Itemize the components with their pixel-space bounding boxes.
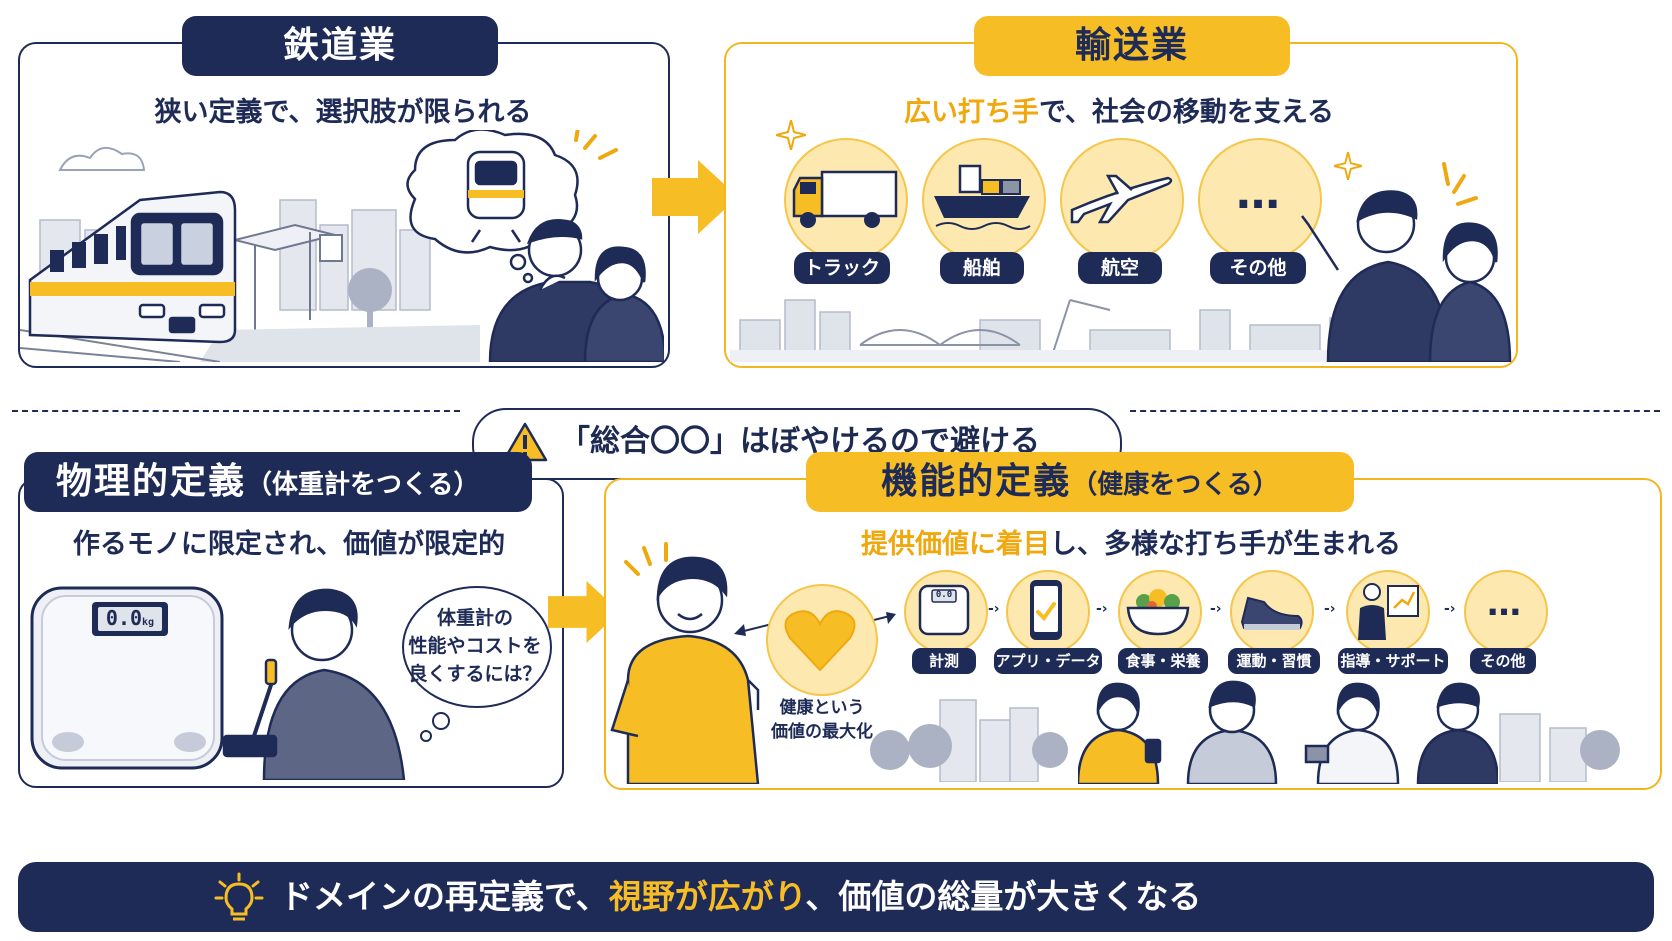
tree-icon [348, 268, 392, 330]
functional-subtitle-rest: し、多様な打ち手が生まれる [1050, 529, 1401, 560]
salad-bowl-icon [1126, 589, 1190, 636]
bathroom-scale-icon [30, 586, 224, 770]
engineer-figure [222, 588, 406, 780]
transport-subtitle: 広い打ち手で、社会の移動を支える [724, 90, 1514, 129]
sparkle-icon [776, 120, 806, 150]
conclusion-suffix: 価値の総量が大きくなる [838, 877, 1202, 916]
scale-reading-value: 0.0 [105, 606, 143, 630]
business-people-figures [1301, 162, 1512, 362]
railway-title: 鉄道業 [182, 16, 498, 76]
arrow-small-icon: -› [1096, 601, 1108, 617]
conclusion-prefix: ドメインの再定義で、 [280, 877, 609, 916]
functional-label-measure: 計測 [912, 648, 976, 674]
truck-icon [792, 170, 898, 228]
coach-icon [1358, 583, 1419, 640]
center-text-line-2: 価値の最大化 [771, 722, 873, 742]
divider-left [12, 410, 460, 412]
heart-icon [784, 610, 856, 672]
thought-dot [420, 730, 432, 742]
transport-label-airplane: 航空 [1078, 252, 1162, 284]
mini-scale-reading: 0.0 [935, 590, 953, 600]
functional-label-coaching: 指導・サポート [1338, 648, 1448, 674]
arrow-small-icon: -› [1324, 601, 1336, 617]
sneaker-icon [1240, 596, 1303, 630]
station-platform [234, 223, 343, 330]
transport-title: 輸送業 [974, 16, 1290, 76]
functional-label-exercise: 運動・習慣 [1228, 648, 1320, 674]
transport-label-other: その他 [1210, 252, 1306, 284]
arrow-right-icon [652, 160, 738, 234]
cloud-icon [58, 147, 146, 171]
arrow-small-icon: -› [1210, 601, 1222, 617]
engineer-thought-line-3: 良くするには？ [408, 663, 542, 685]
sparkle-icon [574, 130, 618, 160]
woman-thinking-figure [583, 246, 664, 362]
other-small-circle [1464, 570, 1548, 654]
transport-subtitle-highlight: 広い打ち手 [903, 97, 1039, 128]
transport-label-ship: 船舶 [940, 252, 1024, 284]
other-circle [1198, 138, 1322, 262]
sparkle-icon [1334, 152, 1362, 180]
arrow-small-icon: -› [988, 601, 1000, 617]
lightbulb-icon [214, 872, 264, 921]
transport-subtitle-rest: で、社会の移動を支える [1038, 97, 1335, 128]
physical-title: 物理的定義（体重計をつくる） [24, 452, 532, 512]
functional-title-note: （健康をつくる） [1071, 470, 1279, 500]
functional-label-app: アプリ・データ [994, 648, 1102, 674]
center-text-line-1: 健康という [779, 698, 865, 718]
functional-park-background [870, 699, 1620, 782]
functional-label-food: 食事・栄養 [1118, 648, 1208, 674]
conclusion-highlight: 視野が広がり [608, 877, 806, 916]
engineer-thought-bubble [402, 586, 552, 708]
smartphone-icon [1030, 580, 1062, 640]
scale-icon [918, 584, 970, 636]
health-people-figures [1078, 680, 1498, 784]
functional-title-main: 機能的定義 [881, 461, 1072, 502]
functional-label-other: その他 [1470, 648, 1536, 674]
functional-subtitle-highlight: 提供価値に着目 [861, 529, 1050, 560]
train-front-icon [466, 150, 526, 243]
ellipsis-icon: … [1236, 168, 1280, 219]
scale-reading: 0.0kg [98, 606, 162, 630]
transport-skyline [730, 299, 1510, 362]
train-icon [28, 190, 237, 344]
engineer-thought-line-2: 性能やコストを [408, 635, 542, 657]
transport-label-truck: トラック [794, 252, 890, 284]
functional-title: 機能的定義（健康をつくる） [806, 452, 1354, 512]
arrow-right-icon [548, 581, 620, 643]
railway-subtitle: 狭い定義で、選択肢が限られる [154, 97, 532, 128]
airplane-icon [1070, 174, 1173, 224]
conclusion-text: ドメインの再定義で、視野が広がり、価値の総量が大きくなる [280, 862, 1201, 932]
engineer-thought-line-1: 体重計の [436, 607, 513, 629]
thought-dot [432, 712, 450, 730]
physical-title-main: 物理的定義 [56, 461, 247, 502]
scale-reading-unit: kg [142, 617, 155, 628]
physical-subtitle: 作るモノに限定され、価値が限定的 [72, 529, 506, 560]
functional-subtitle: 提供価値に着目し、多様な打ち手が生まれる [604, 522, 1658, 561]
ellipsis-icon: … [1487, 584, 1521, 624]
railway-illustration [20, 130, 664, 362]
physical-title-note: （体重計をつくる） [246, 470, 480, 500]
arrow-small-icon: -› [1444, 601, 1456, 617]
divider-right [1130, 410, 1660, 412]
runner-figure [610, 542, 760, 784]
conclusion-banner: ドメインの再定義で、視野が広がり、価値の総量が大きくなる [18, 862, 1654, 932]
conclusion-middle: 、 [805, 877, 839, 916]
ship-icon [934, 164, 1031, 230]
